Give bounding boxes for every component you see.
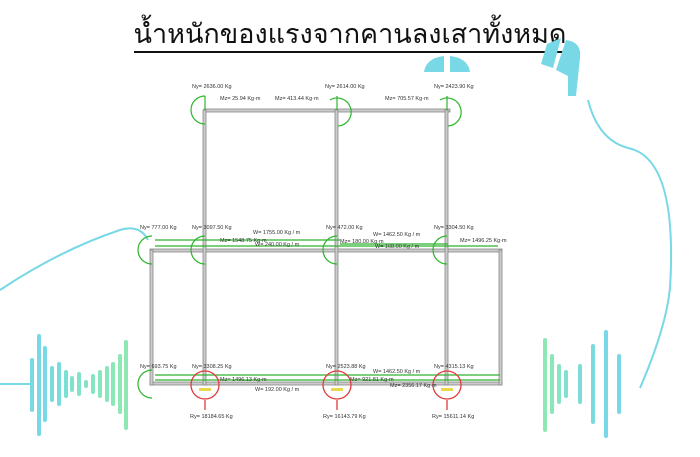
- sound-wave-left: [0, 334, 128, 436]
- floor2-ny-4: Ny= 3304.50 Kg: [434, 225, 474, 231]
- floor1-w-1: W= 1462.50 Kg / m: [373, 369, 421, 375]
- roof-ny-1: Ny= 2636.00 Kg: [192, 84, 232, 90]
- roof-mz-2: Mz= 413.44 Kg·m: [275, 96, 319, 102]
- sound-wave-right: [543, 330, 621, 438]
- roof-mz-1: Mz= 25.94 Kg·m: [220, 96, 261, 102]
- floor2-ny-2: Ny= 3097.50 Kg: [192, 225, 232, 231]
- floor1-w-2: W= 192.00 Kg / m: [255, 387, 300, 393]
- floor1-ny-4: Ny= 4315.13 Kg: [434, 364, 474, 370]
- floor1-ny-3: Ny= 2523.88 Kg: [326, 364, 366, 370]
- floor1-mz-1: Mz= 1496.13 Kg·m: [220, 377, 267, 383]
- earphone-pair-icon: [424, 56, 470, 72]
- load-arrows: [137, 95, 500, 399]
- reaction-1: Ry= 18184.65 Kg: [190, 414, 233, 420]
- floor2-w-1: W= 1755.00 Kg / m: [253, 230, 301, 236]
- floor2-ny-1: Ny= 777.00 Kg: [140, 225, 177, 231]
- roof-ny-2: Ny= 2614.00 Kg: [325, 84, 365, 90]
- cable-left: [0, 227, 149, 291]
- floor1-mz-2: Mz= 921.81 Kg·m: [350, 377, 394, 383]
- floor1-ny-2: Ny= 3308.25 Kg: [192, 364, 232, 370]
- floor1-mz-3: Mz= 2356.17 Kg·m: [390, 383, 437, 389]
- floor2-mz-3: Mz= 1496.25 Kg·m: [460, 238, 507, 244]
- floor2-mz-2: Mz= 180.00 Kg·m: [340, 239, 384, 245]
- supports: [199, 388, 453, 391]
- earbud-icon: [541, 38, 673, 389]
- reaction-3: Ry= 15611.14 Kg: [432, 414, 474, 420]
- floor2-ny-3: Ny= 472.00 Kg: [326, 225, 363, 231]
- title-text: น้ำหนักของแรงจากคานลงเสาทั้งหมด: [133, 19, 567, 53]
- reaction-arrows: [190, 370, 462, 410]
- floor1-ny-1: Ny= 693.75 Kg: [140, 364, 177, 370]
- floor2-w-4: W= 168.00 Kg / m: [375, 244, 420, 250]
- frame-members: [149, 108, 503, 386]
- slide-title: น้ำหนักของแรงจากคานลงเสาทั้งหมด: [0, 12, 700, 55]
- floor2-w-2: W= 1462.50 Kg / m: [373, 232, 421, 238]
- floor2-w-3: W= 240.00 Kg / m: [255, 242, 300, 248]
- reaction-2: Ry= 16143.79 Kg: [323, 414, 366, 420]
- roof-mz-3: Mz= 705.57 Kg·m: [385, 96, 429, 102]
- roof-ny-3: Ny= 2423.90 Kg: [434, 84, 474, 90]
- floor2-mz-1: Mz= 1548.75 Kg·m: [220, 238, 267, 244]
